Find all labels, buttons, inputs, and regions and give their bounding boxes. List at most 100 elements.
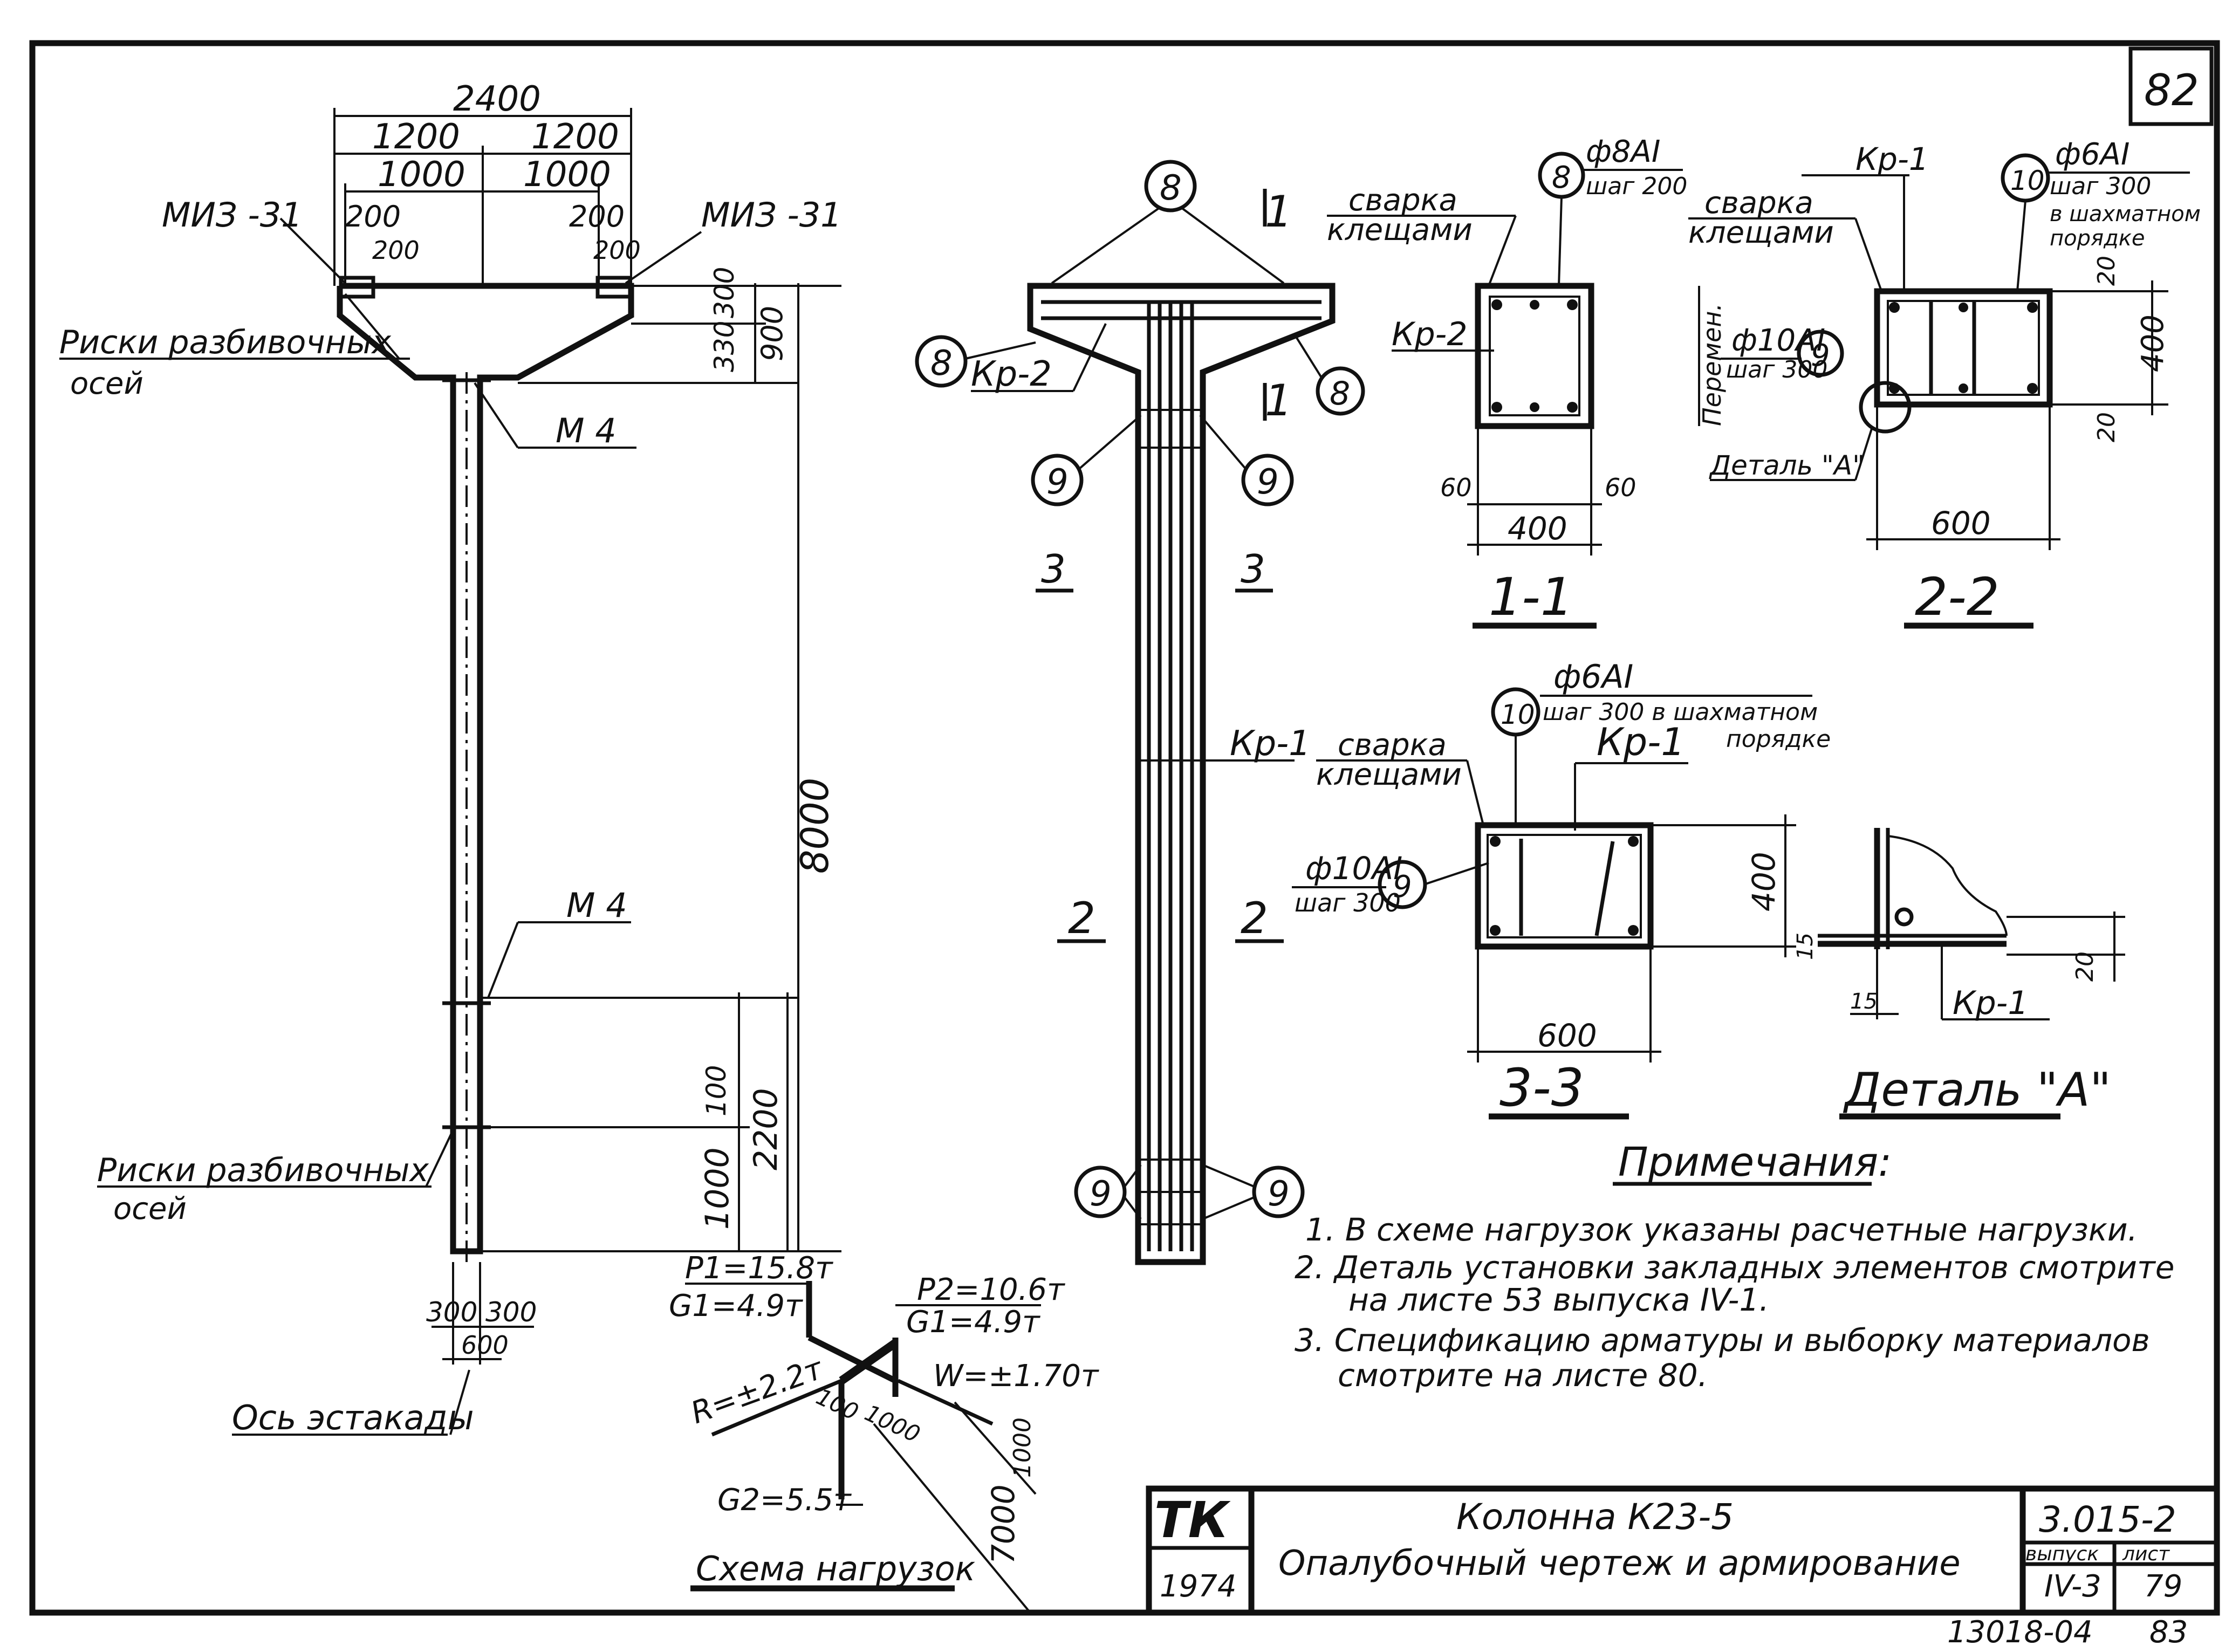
load-p1: P1=15.8т: [685, 1251, 833, 1286]
dim-2400: 2400: [453, 79, 541, 119]
label-m4-mid: М 4: [566, 886, 627, 925]
load-dim-7000: 7000: [985, 1484, 1022, 1564]
detail-label-kr1: Кр-1: [1953, 984, 2029, 1022]
dim-300: 300: [709, 267, 740, 318]
section-2-2: Кр-1 сварка клещами 10 ф6АI шаг 300 в ша…: [1688, 137, 2201, 629]
dim-300-right: 300: [485, 1297, 537, 1328]
s22-bar-note-1: в шахматном: [2050, 202, 2201, 227]
detail-title: Деталь "А": [1843, 1063, 2111, 1117]
dim-1000-right: 1000: [523, 155, 611, 195]
callout-9-left-top: 9: [1046, 462, 1069, 502]
dim-200-c: 200: [569, 200, 625, 234]
cut-3-right: 3: [1241, 546, 1265, 592]
notes-item-3: 3. Спецификацию арматуры и выборку матер…: [1295, 1322, 2150, 1359]
title-sheet-label: лист: [2122, 1543, 2170, 1565]
formwork-elevation: 2400 1200 1200 1000 1000 200 200 200 200…: [59, 79, 842, 1437]
label-miz-left: МИЗ -31: [162, 195, 303, 235]
load-g1-left: G1=4.9т: [669, 1288, 803, 1324]
cut-2-right: 2: [1241, 893, 1268, 943]
s11-callout-8: 8: [1552, 160, 1571, 195]
dim-200-d: 200: [593, 236, 641, 265]
dim-200-b: 200: [372, 236, 420, 265]
callout-8-left: 8: [930, 344, 953, 383]
reinforcement-view: 1 1 3 3 2 2 Кр-1 Кр-2 8 8 8 9 9 9: [915, 160, 1365, 1265]
load-scheme: P1=15.8т G1=4.9т P2=10.6т G1=4.9т R=±2.2…: [669, 1251, 1099, 1614]
label-kr2: Кр-2: [971, 354, 1052, 394]
load-p2: P2=10.6т: [917, 1272, 1065, 1307]
dim-600: 600: [461, 1331, 509, 1360]
label-marks-top: Риски разбивочных: [59, 324, 391, 361]
title-issue-value: IV-3: [2044, 1569, 2101, 1604]
title-block: ТК 1974 Колонна К23-5 Опалубочный чертеж…: [1146, 1485, 2220, 1650]
s22-detail-ref: Деталь "А": [1709, 450, 1865, 481]
dim-1000-left: 1000: [378, 155, 465, 195]
detail-dim-15a: 15: [1793, 933, 1818, 960]
notes-item-3b: смотрите на листе 80.: [1338, 1357, 1708, 1394]
s22-callout-10: 10: [2010, 165, 2045, 196]
label-marks-top-2: осей: [70, 366, 143, 401]
s22-bar-note-2: порядке: [2050, 226, 2145, 251]
load-title: Схема нагрузок: [696, 1549, 976, 1588]
s33-weld-2: клещами: [1316, 757, 1462, 792]
notes-item-2: 2. Деталь установки закладных элементов …: [1295, 1249, 2174, 1286]
s22-dim-width: 600: [1931, 505, 1991, 541]
section-3-3: 10 ф6АI шаг 300 в шахматном порядке Кр-1…: [1292, 658, 1831, 1120]
label-marks-bottom-2: осей: [113, 1191, 187, 1226]
s11-bar-mid-step: шаг 300: [1726, 356, 1827, 383]
callout-8-top: 8: [1160, 168, 1182, 208]
load-r: R=±2.2т: [687, 1351, 829, 1431]
cut-2-left: 2: [1068, 893, 1095, 943]
s33-label-kr1: Кр-1: [1597, 720, 1685, 764]
s11-dim-width: 400: [1508, 510, 1567, 547]
s33-bar: ф6АI: [1553, 658, 1633, 696]
load-w: W=±1.70т: [933, 1359, 1099, 1394]
load-dim-1000a: 1000: [861, 1400, 925, 1448]
s33-callout-10: 10: [1501, 699, 1535, 730]
s33-dim-height: 400: [1745, 852, 1782, 911]
dim-300-left: 300: [426, 1297, 477, 1328]
archive-page: 83: [2149, 1615, 2188, 1650]
dim-1000: 1000: [699, 1147, 736, 1230]
load-g1-right: G1=4.9т: [906, 1305, 1040, 1340]
label-axis: Ось эстакады: [232, 1398, 474, 1437]
load-g2: G2=5.5т: [717, 1483, 852, 1518]
s33-weld-1: сварка: [1338, 728, 1447, 763]
s11-callout-9: 9: [1811, 338, 1830, 373]
load-dim-1000b: 1000: [1009, 1417, 1036, 1478]
s33-dim-width: 600: [1537, 1017, 1597, 1054]
label-miz-right: МИЗ -31: [701, 195, 842, 235]
sheet-number: 82: [2144, 65, 2199, 115]
s11-bar-top: ф8АI: [1586, 134, 1660, 169]
callout-9-right-bottom: 9: [1268, 1174, 1290, 1214]
title-sheet-value: 79: [2144, 1569, 2182, 1604]
notes: Примечания: 1. В схеме нагрузок указаны …: [1295, 1139, 2174, 1394]
callout-9-left-bottom: 9: [1090, 1174, 1112, 1214]
dim-1200-right: 1200: [531, 117, 619, 157]
cut-3-left: 3: [1041, 546, 1066, 592]
s33-bar-note: порядке: [1726, 725, 1831, 753]
title-year: 1974: [1160, 1569, 1237, 1604]
callout-9-right-top: 9: [1257, 462, 1279, 502]
s11-title: 1-1: [1489, 567, 1573, 627]
s33-bar-step: шаг 300 в шахматном: [1543, 698, 1818, 726]
s22-weld-2: клещами: [1688, 215, 1834, 250]
section-1-1: сварка клещами 8 ф8АI шаг 200 Кр-2 ф10АI…: [1327, 134, 1844, 629]
s11-dim-cover-l: 60: [1440, 473, 1472, 502]
s22-dim-height: 400: [2135, 314, 2170, 372]
detail-a: 15 15 20 Кр-1 Деталь "А": [1793, 828, 2125, 1120]
sheet-frame: 82: [29, 40, 2220, 1616]
title-line-2: Опалубочный чертеж и армирование: [1278, 1544, 1961, 1584]
label-kr1: Кр-1: [1230, 724, 1311, 764]
s22-weld-1: сварка: [1704, 186, 1813, 221]
title-issue-label: выпуск: [2025, 1543, 2099, 1565]
title-code: 3.015-2: [2039, 1499, 2176, 1540]
dim-8000: 8000: [793, 778, 837, 874]
s33-title: 3-3: [1499, 1058, 1584, 1118]
cut-1-top: 1: [1265, 187, 1292, 237]
s11-dim-cover-r: 60: [1605, 473, 1637, 502]
s33-bar2-step: шаг 300: [1295, 888, 1401, 917]
title-logo: ТК: [1154, 1491, 1231, 1549]
archive-number: 13018-04: [1947, 1615, 2093, 1650]
callout-8-right: 8: [1330, 375, 1350, 413]
label-marks-bottom: Риски разбивочных: [97, 1151, 429, 1189]
